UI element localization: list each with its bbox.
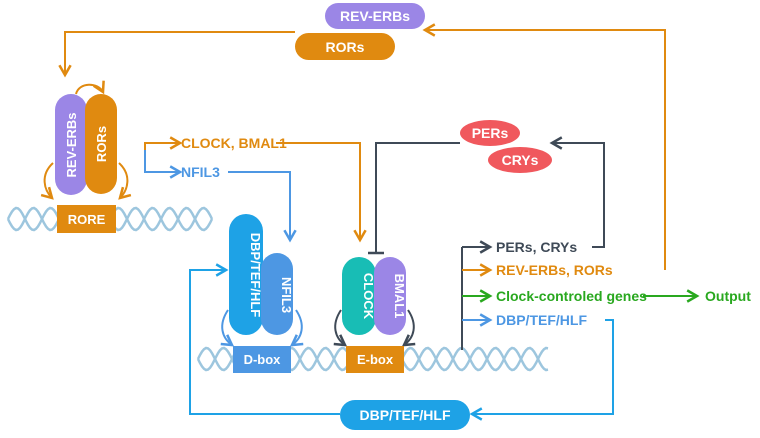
rev-erbs-pill bbox=[325, 3, 425, 29]
clock-protein-label: CLOCK bbox=[361, 273, 376, 320]
rore-right-curved-arrow bbox=[118, 162, 132, 200]
dbox-label: D-box bbox=[244, 352, 282, 367]
clock-protein bbox=[342, 257, 376, 335]
rors-pill bbox=[295, 33, 395, 60]
nfil3-protein bbox=[261, 253, 293, 335]
rore-label: RORE bbox=[68, 212, 106, 227]
arrow-pill-to-dbox bbox=[189, 263, 340, 415]
output-dbp: DBP/TEF/HLF bbox=[496, 312, 587, 328]
arrow-rore-to-clock bbox=[144, 136, 183, 150]
dbox-right-curved-arrow bbox=[289, 309, 304, 347]
rors-protein-label: RORs bbox=[94, 126, 109, 162]
pers-pill-label: PERs bbox=[472, 125, 509, 141]
dbp-tef-hlf-pill bbox=[340, 400, 470, 430]
output-rev-rors: REV-ERBs, RORs bbox=[496, 262, 613, 278]
arrow-to-pers-pill bbox=[549, 136, 605, 248]
output-label: Output bbox=[705, 288, 751, 304]
crys-pill bbox=[488, 147, 552, 173]
rev-erbs-protein bbox=[55, 94, 87, 195]
nfil3-protein-label: NFIL3 bbox=[279, 277, 294, 313]
ebox-label: E-box bbox=[357, 352, 394, 367]
arrow-dbp-to-pill bbox=[469, 319, 614, 421]
pers-pill bbox=[460, 120, 520, 146]
dbp-protein-label: DBP/TEF/HLF bbox=[248, 233, 263, 318]
arrow-nfil3-to-dbox bbox=[228, 171, 297, 243]
rors-pill-label: RORs bbox=[326, 39, 365, 55]
ebox-left-curved-arrow bbox=[333, 309, 348, 347]
rore-box bbox=[57, 205, 116, 233]
dbox-left-curved-arrow bbox=[220, 309, 235, 347]
rors-protein bbox=[85, 94, 117, 194]
dbp-tef-hlf-pill-label: DBP/TEF/HLF bbox=[360, 407, 451, 423]
arrow-rore-to-nfil3 bbox=[144, 150, 183, 179]
rore-left-curved-arrow bbox=[40, 162, 54, 200]
arrow-clock-to-ebox bbox=[276, 142, 367, 243]
crys-pill-label: CRYs bbox=[502, 152, 539, 168]
nfil3-label: NFIL3 bbox=[181, 164, 220, 180]
clock-bmal1-label: CLOCK, BMAL1 bbox=[181, 135, 287, 151]
feedback-arrow-rev-rors bbox=[422, 23, 666, 270]
bmal1-protein-label: BMAL1 bbox=[392, 274, 407, 319]
rev-erbs-pill-label: REV-ERBs bbox=[340, 8, 410, 24]
output-pers-crys: PERs, CRYs bbox=[496, 239, 577, 255]
inhibition-line-pers-crys bbox=[375, 142, 460, 252]
output-clock-genes: Clock-controled genes bbox=[496, 288, 647, 304]
rors-loop-arrow bbox=[75, 80, 105, 95]
dbox-box bbox=[233, 346, 291, 373]
bmal1-protein bbox=[374, 257, 406, 335]
rev-erbs-protein-label: REV-ERBs bbox=[64, 112, 79, 177]
ebox-box bbox=[346, 346, 404, 373]
ebox-right-curved-arrow bbox=[401, 309, 416, 347]
arrow-rors-to-rore bbox=[58, 31, 295, 78]
dbp-tef-hlf-protein bbox=[229, 214, 263, 335]
